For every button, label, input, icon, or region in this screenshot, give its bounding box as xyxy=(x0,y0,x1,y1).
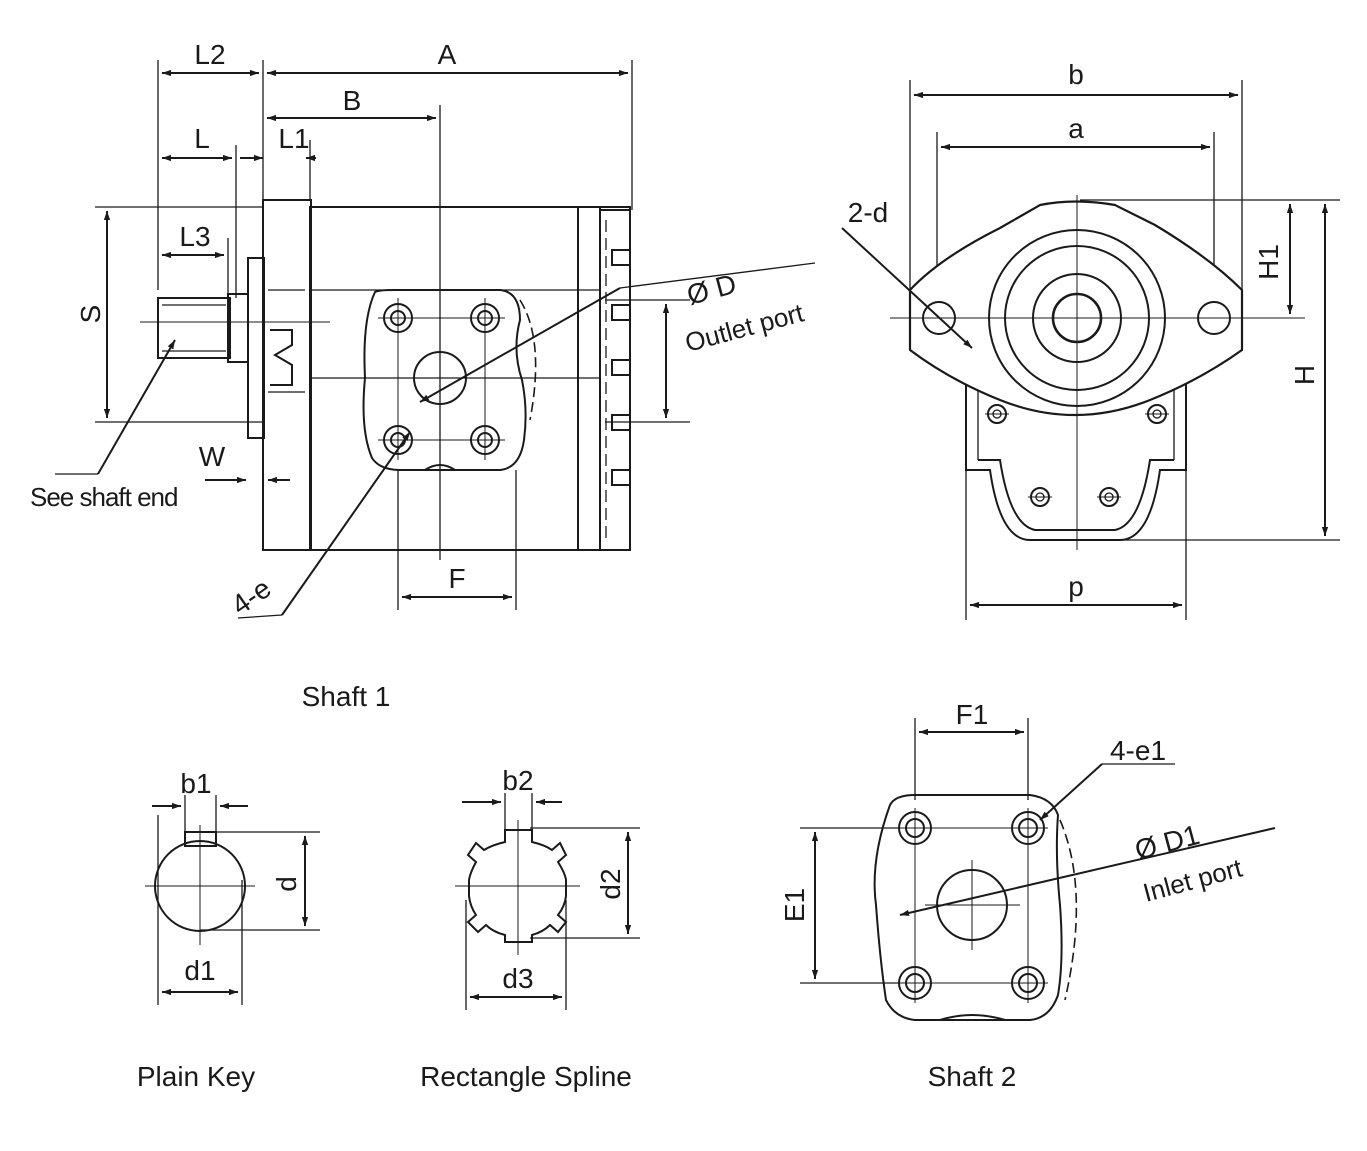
rectangle-spline-view xyxy=(455,793,640,1010)
dim-label-l1: L1 xyxy=(278,123,309,154)
dim-label-e1: E1 xyxy=(779,888,810,922)
dim-label-b1: b1 xyxy=(180,768,211,799)
dim-label-2d: 2-d xyxy=(848,197,888,228)
dim-label-4e1: 4-e1 xyxy=(1110,735,1166,766)
dim-label-4e: 4-e xyxy=(226,572,277,621)
dim-label-b-upper: B xyxy=(343,85,362,116)
dim-label-w: W xyxy=(199,441,226,472)
dim-label-od: Ø D xyxy=(684,268,740,311)
caption-shaft-2: Shaft 2 xyxy=(928,1061,1017,1092)
shaft-2-view xyxy=(800,718,1276,1021)
caption-rectangle-spline: Rectangle Spline xyxy=(420,1061,632,1092)
see-shaft-end-note: See shaft end xyxy=(30,482,177,512)
dim-label-d: d xyxy=(271,876,302,892)
dim-label-a: A xyxy=(438,39,457,70)
dim-label-od1: Ø D1 xyxy=(1132,819,1203,866)
dim-label-f: F xyxy=(448,563,465,594)
dim-label-h: H xyxy=(1289,365,1320,385)
caption-plain-key: Plain Key xyxy=(137,1061,255,1092)
side-view xyxy=(55,60,816,619)
dim-label-d2: d2 xyxy=(595,868,626,899)
dim-label-d1: d1 xyxy=(184,955,215,986)
front-view xyxy=(841,80,1340,620)
dim-label-p: p xyxy=(1068,571,1084,602)
dim-label-l3: L3 xyxy=(179,221,210,252)
dim-label-b2: b2 xyxy=(502,765,533,796)
dim-label-l: L xyxy=(194,123,210,154)
dim-label-b-lower: b xyxy=(1068,59,1084,90)
plain-key-view xyxy=(145,795,320,1005)
dim-label-d3: d3 xyxy=(502,963,533,994)
dim-label-s: S xyxy=(75,305,106,324)
dim-label-f1: F1 xyxy=(956,699,989,730)
dim-label-l2: L2 xyxy=(194,39,225,70)
caption-shaft-1: Shaft 1 xyxy=(302,681,391,712)
dim-label-h1: H1 xyxy=(1253,244,1284,280)
dim-label-a-lower: a xyxy=(1068,113,1084,144)
